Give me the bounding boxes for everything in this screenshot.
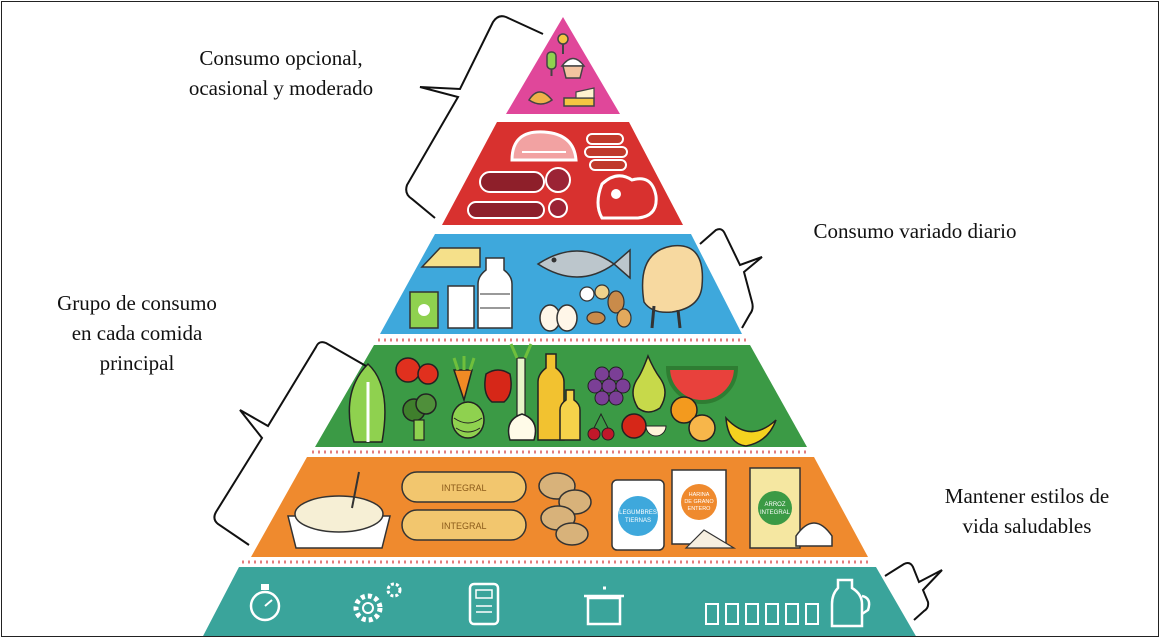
tomato-icon — [395, 357, 439, 385]
bread-label-top: INTEGRAL — [441, 483, 486, 493]
arroz-label-2: INTEGRAL — [760, 510, 791, 516]
label-grupo-consumo: Grupo de consumo en cada comida principa… — [37, 288, 237, 378]
label-estilos-line-1: Mantener estilos de — [944, 484, 1110, 508]
yogurt-icon — [409, 291, 439, 329]
bread-icon: INTEGRAL INTEGRAL — [401, 471, 527, 541]
brace-optional — [405, 15, 544, 219]
banana-icon — [725, 415, 777, 447]
tier-optional — [506, 17, 620, 114]
ham-icon — [510, 130, 578, 162]
tier-separators — [242, 338, 872, 564]
brace-variado — [699, 228, 763, 329]
chicken-icon — [641, 244, 704, 329]
harina-label-1: HARINA — [689, 492, 710, 498]
steak-icon — [596, 174, 658, 220]
cheese-icon — [420, 247, 481, 268]
tier-cereals: INTEGRAL INTEGRAL LEGUMBRES TIERNAS HARI… — [251, 457, 868, 557]
spaghetti-icon — [287, 471, 391, 549]
harina-bag-icon: HARINA DE GRANO ENTERO — [671, 469, 737, 549]
eggs-icon — [539, 304, 578, 332]
salami-icon — [467, 167, 571, 219]
harina-label-2: DE GRANO — [684, 499, 714, 505]
label-cada-comida-line-2: en cada comida — [71, 321, 203, 345]
artichoke-icon — [451, 401, 485, 439]
pot-icon — [584, 586, 624, 626]
milk-glass-icon — [447, 285, 475, 329]
brace-estilos — [884, 562, 943, 621]
chard-icon — [348, 362, 386, 443]
label-variado-line-1: Consumo variado diario — [813, 219, 1017, 243]
brace-cada-comida — [213, 341, 367, 546]
lollipop-icon — [557, 33, 569, 54]
label-cada-comida-line-3: principal — [99, 351, 175, 375]
legumbres-label-2: TIERNAS — [625, 518, 651, 524]
fish-icon — [536, 248, 631, 280]
cupcake-icon — [560, 57, 586, 79]
garlic-icon — [507, 413, 537, 441]
potatoes-icon — [538, 472, 592, 546]
broccoli-icon — [402, 393, 437, 441]
pear-icon — [632, 353, 666, 413]
water-jug-icon — [830, 578, 871, 628]
legumbres-jar-icon: LEGUMBRES TIERNAS — [611, 479, 665, 551]
tier-meats — [442, 122, 683, 225]
cherries-icon — [587, 412, 615, 441]
watermelon-icon — [665, 366, 739, 404]
label-consumo-variado: Consumo variado diario — [790, 216, 1040, 246]
label-opcional-line-1: Consumo opcional, — [199, 46, 363, 70]
scale-icon — [468, 582, 500, 626]
apple-icon — [621, 413, 667, 439]
tier-fruits-vegetables — [315, 343, 807, 447]
grapes-icon — [587, 366, 631, 406]
label-cada-comida-line-1: Grupo de consumo — [57, 291, 217, 315]
olive-oil-icon — [537, 353, 581, 441]
cake-slice-icon — [563, 87, 595, 107]
label-consumo-opcional: Consumo opcional, ocasional y moderado — [166, 43, 396, 103]
sausages-icon — [584, 133, 628, 171]
tier-lifestyle — [203, 567, 916, 636]
popsicle-icon — [546, 51, 557, 76]
tier-protein — [380, 234, 742, 334]
nuts-icon — [579, 284, 632, 328]
water-glasses-icon — [705, 603, 819, 625]
milk-bottle-icon — [477, 257, 513, 329]
pepper-icon — [484, 369, 512, 403]
stopwatch-icon — [249, 584, 281, 622]
label-estilos-line-2: vida saludables — [962, 514, 1092, 538]
label-estilos-vida: Mantener estilos de vida saludables — [912, 481, 1142, 541]
orange-icon — [670, 396, 716, 442]
arroz-label-1: ARROZ — [765, 502, 786, 508]
gears-icon — [353, 582, 402, 623]
bread-label-bottom: INTEGRAL — [441, 521, 486, 531]
carrot-icon — [452, 356, 476, 403]
tier-teal-shape — [203, 567, 916, 636]
label-opcional-line-2: ocasional y moderado — [188, 76, 374, 100]
arroz-box-icon: ARROZ INTEGRAL — [749, 467, 833, 549]
legumbres-label-1: LEGUMBRES — [619, 510, 657, 516]
croissant-icon — [527, 91, 554, 105]
harina-label-3: ENTERO — [688, 506, 712, 512]
